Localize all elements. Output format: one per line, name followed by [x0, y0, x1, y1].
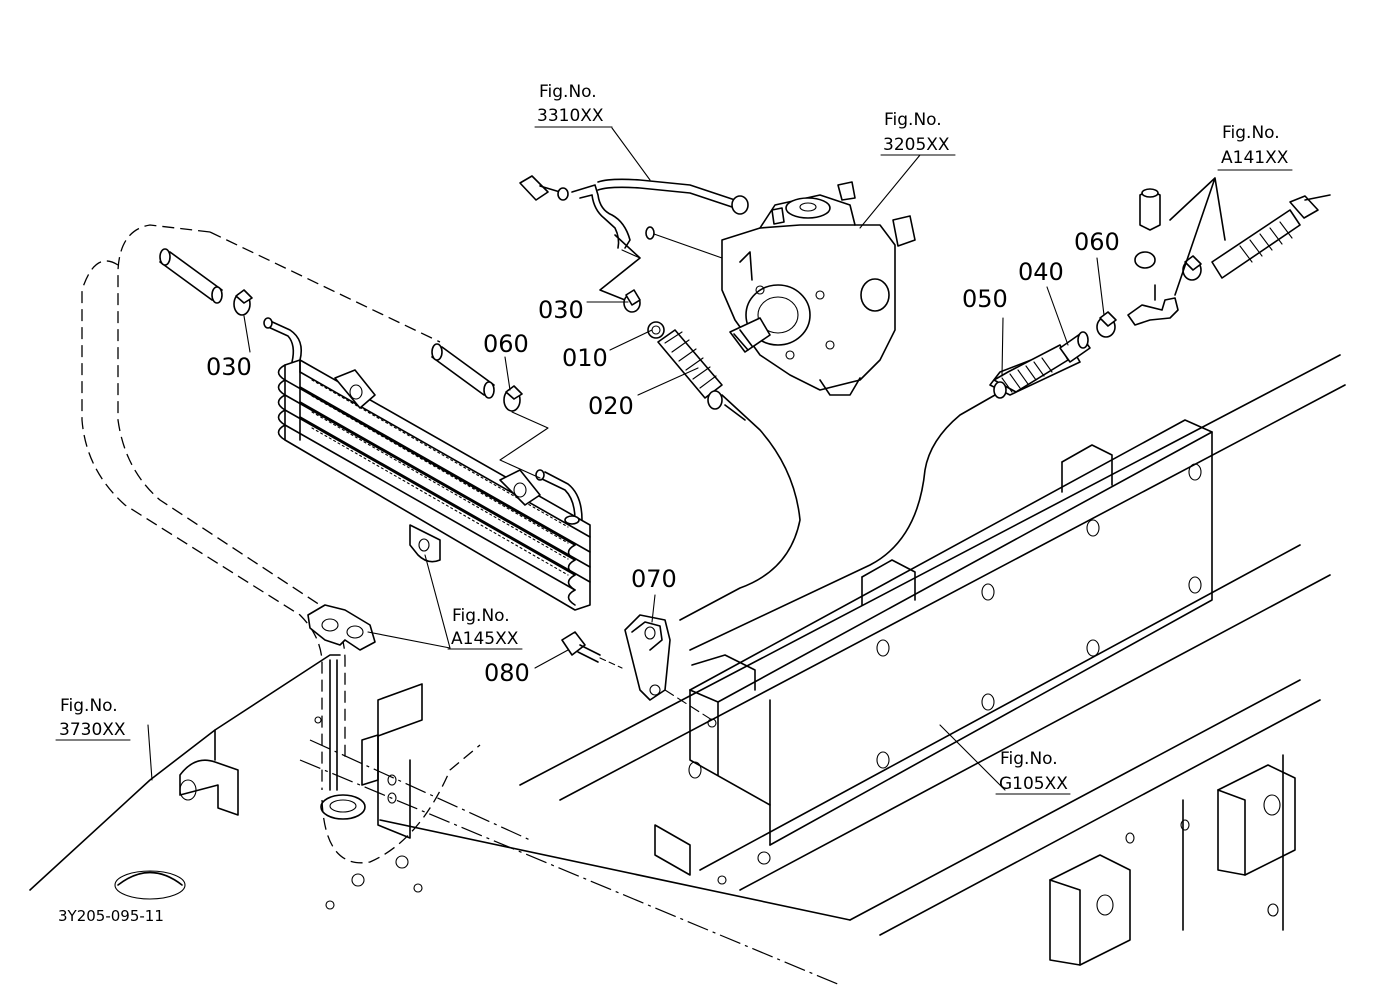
fig-ref-a141: Fig.No. A141XX	[1217, 123, 1293, 171]
floor-panel	[29, 654, 841, 986]
fig-ref-g105: Fig.No. G105XX	[995, 749, 1071, 795]
svg-text:Fig.No.: Fig.No.	[884, 110, 942, 130]
fuel-hose-right	[689, 177, 1331, 651]
svg-text:Fig.No.: Fig.No.	[1000, 749, 1058, 769]
fig-ref-3310: Fig.No. 3310XX	[534, 82, 613, 128]
part-labels: 030 010 020 030 060 050 040 060 070 080	[206, 228, 1120, 687]
svg-text:Fig.No.: Fig.No.	[60, 696, 118, 716]
fig-number-3205: 3205XX	[883, 135, 950, 155]
diagram-code: 3Y205-095-11	[58, 907, 164, 925]
bolt-080	[561, 631, 623, 669]
injection-pump	[721, 181, 916, 396]
label-080: 080	[484, 659, 530, 687]
svg-text:Fig.No.: Fig.No.	[1222, 123, 1280, 143]
svg-text:Fig.No.: Fig.No.	[452, 606, 510, 626]
label-020: 020	[588, 392, 634, 420]
pipe-clamp-070	[624, 614, 717, 728]
fig-ref-3205: Fig.No. 3205XX	[880, 110, 956, 156]
fig-number-3730: 3730XX	[59, 720, 126, 740]
frame-assembly	[379, 354, 1346, 966]
hose-clip	[307, 604, 376, 651]
fig-number-g105: G105XX	[999, 774, 1068, 794]
label-070: 070	[631, 565, 677, 593]
label-040: 040	[1018, 258, 1064, 286]
fuel-hose-center	[623, 289, 801, 621]
svg-text:Fig.No.: Fig.No.	[539, 82, 597, 102]
label-030-left: 030	[206, 353, 252, 381]
fig-number-3310: 3310XX	[537, 106, 604, 126]
fig-number-a145: A145XX	[451, 629, 519, 649]
leader-lines	[147, 127, 1105, 791]
label-050: 050	[962, 285, 1008, 313]
fig-ref-a145: Fig.No. A145XX	[447, 606, 523, 650]
hose-and-clamps	[159, 248, 549, 479]
label-060-left: 060	[483, 330, 529, 358]
fig-ref-3730: Fig.No. 3730XX	[55, 696, 131, 741]
label-030-mid: 030	[538, 296, 584, 324]
label-010: 010	[562, 344, 608, 372]
frame-holes	[688, 463, 1202, 779]
label-060-right: 060	[1074, 228, 1120, 256]
return-pipe	[519, 175, 749, 303]
oil-cooler	[263, 317, 591, 611]
fig-number-a141: A141XX	[1221, 148, 1289, 168]
